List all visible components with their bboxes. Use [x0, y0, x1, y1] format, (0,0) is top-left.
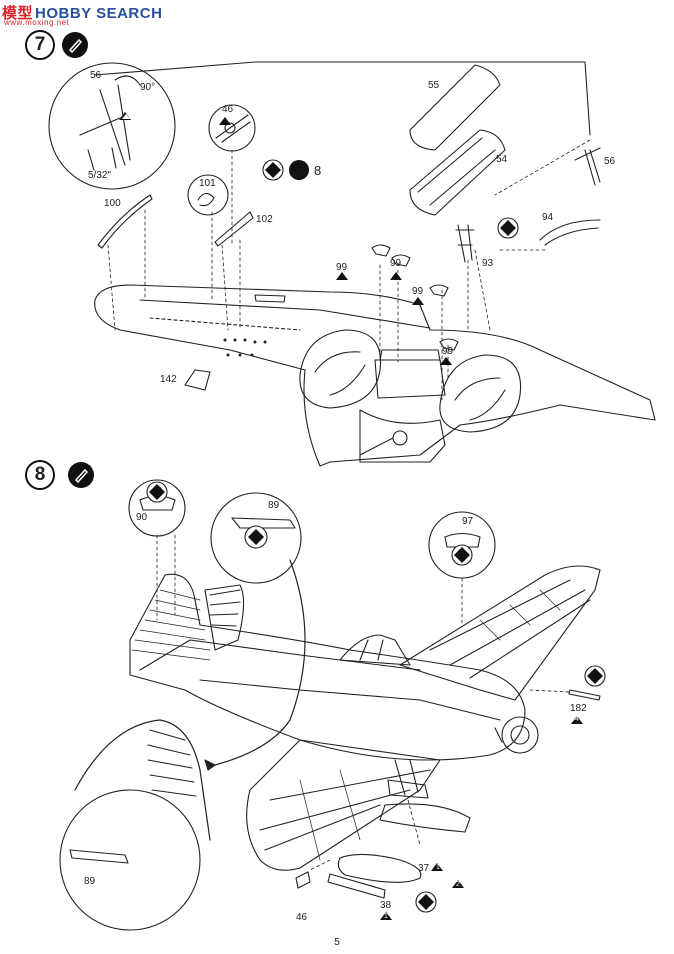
quantity-label-8: 8 [314, 163, 322, 178]
part-label-99-d: 99 [442, 346, 454, 357]
part-label-142: 142 [160, 374, 177, 385]
count-182: 4 [575, 716, 579, 723]
part-label-38: 38 [380, 900, 392, 911]
count-37-pair: 2 [456, 881, 460, 888]
step-8-number: 8 [25, 460, 55, 490]
part-label-99-a: 99 [336, 262, 348, 273]
part-label-100: 100 [104, 198, 121, 209]
detail-circle-56 [48, 62, 176, 190]
watermark-brand-cn: 模型 [2, 5, 34, 22]
step-8-assembly [59, 479, 606, 931]
part-label-93: 93 [482, 258, 494, 269]
wing-outline [94, 284, 656, 467]
part-label-37: 37 [418, 863, 430, 874]
part-label-89-lower: 89 [84, 876, 96, 887]
dimension-label: 5/32" [88, 170, 112, 181]
watermark-brand-en: HOBBY SEARCH [35, 5, 163, 22]
part-label-101: 101 [199, 178, 216, 189]
count-37: 1 [436, 864, 440, 871]
part-55-panel [409, 64, 501, 151]
part-label-46: 46 [222, 104, 234, 115]
part-label-56: 56 [90, 70, 102, 81]
part-label-182: 182 [570, 703, 587, 714]
part-label-94: 94 [542, 212, 554, 223]
part-label-97: 97 [462, 516, 474, 527]
glue-pen-icon-step8 [68, 462, 94, 488]
detail-circle-89-lower [59, 789, 201, 931]
part-label-56-right: 56 [604, 156, 616, 167]
part-label-46-lower: 46 [296, 912, 308, 923]
part-label-89: 89 [268, 500, 280, 511]
part-54-panel [409, 129, 506, 216]
page-number: 5 [334, 937, 340, 948]
glue-pen-icon [62, 32, 88, 58]
detail-circle-89 [210, 492, 302, 584]
part-label-90: 90 [136, 512, 148, 523]
part-label-55: 55 [428, 80, 440, 91]
part-label-102: 102 [256, 214, 273, 225]
angle-label: 90° [140, 82, 156, 93]
part-label-99-b: 99 [390, 258, 402, 269]
detail-circle-46 [208, 104, 256, 152]
fuselage [129, 573, 526, 761]
part-label-99-c: 99 [412, 286, 424, 297]
detail-circle-101 [187, 174, 229, 216]
left-wing [246, 739, 441, 871]
watermark-url: www.moxing.net [4, 18, 70, 27]
right-wing [399, 565, 601, 701]
count-38: 1 [384, 913, 388, 920]
step-7-number: 7 [25, 30, 55, 60]
part-label-54: 54 [496, 154, 508, 165]
step-7-assembly [48, 61, 656, 467]
